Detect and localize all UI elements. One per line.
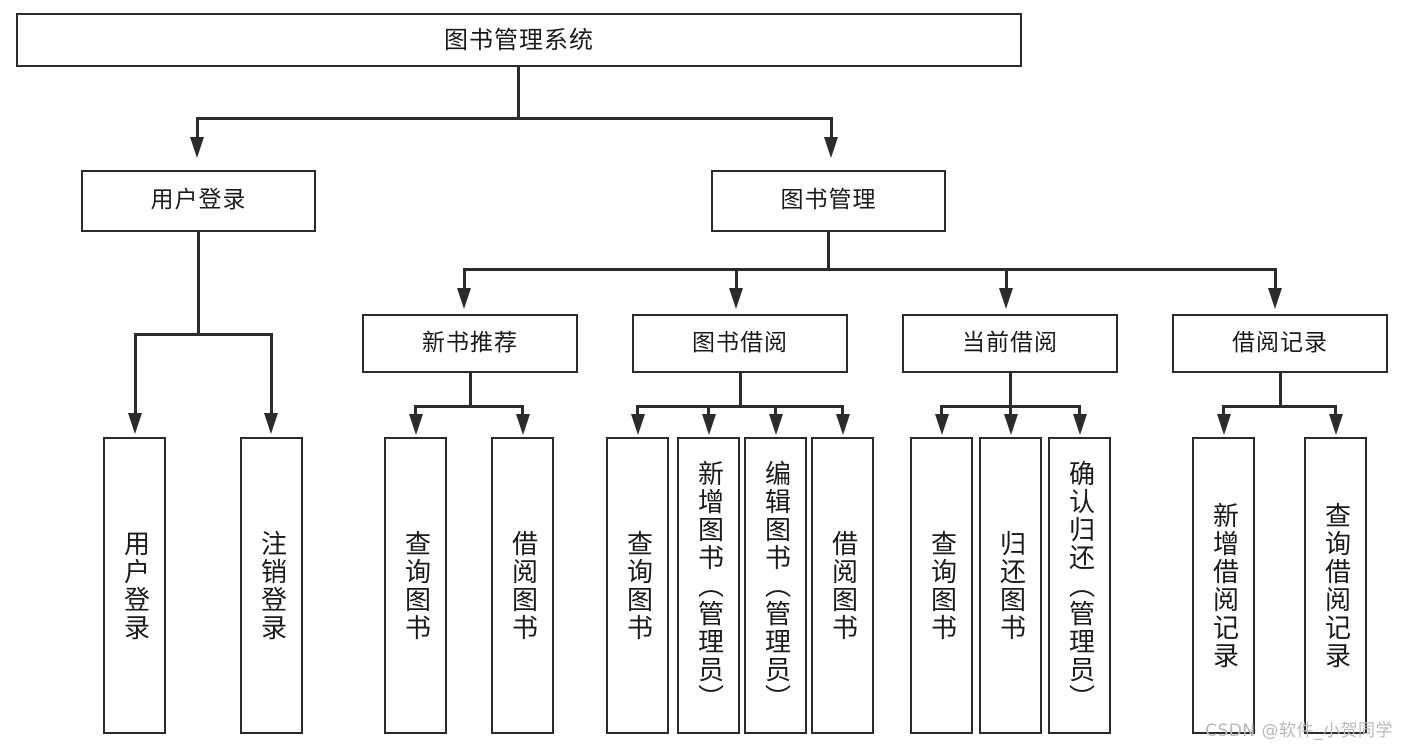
connector-root-stem	[517, 67, 520, 118]
node-label: 新增借阅记录	[1208, 501, 1239, 670]
arrowhead-book-mgmt-to-l3-2	[729, 288, 743, 309]
connector-new-book-to-leaf-1	[414, 405, 417, 417]
connector-user-login-to-leaf-1	[134, 333, 137, 415]
node-label: 图书管理	[780, 187, 877, 214]
leaf-user-login-login[interactable]: 用户登录	[103, 437, 166, 734]
arrowhead-current-borrow-to-leaf-2	[1004, 414, 1018, 435]
node-user-login[interactable]: 用户登录	[81, 170, 316, 232]
node-label: 图书管理系统	[444, 25, 594, 54]
leaf-book-borrow-query[interactable]: 查询图书	[606, 437, 669, 734]
connector-borrow-record-stem	[1279, 373, 1282, 408]
arrowhead-root-to-book-mgmt	[824, 137, 838, 158]
connector-user-login-stem	[197, 232, 200, 336]
node-label: 注销登录	[256, 529, 287, 642]
arrowhead-book-mgmt-to-l3-1	[457, 288, 471, 309]
connector-new-book-bar	[414, 405, 524, 408]
leaf-new-book-borrow[interactable]: 借阅图书	[491, 437, 554, 734]
connector-book-borrow-bar	[636, 405, 844, 408]
node-book-management[interactable]: 图书管理	[711, 170, 946, 232]
node-label: 新书推荐	[422, 329, 518, 356]
node-label: 当前借阅	[962, 329, 1058, 356]
leaf-current-borrow-query[interactable]: 查询图书	[910, 437, 973, 734]
arrowhead-book-borrow-to-leaf-2	[702, 414, 716, 435]
connector-borrow-record-bar	[1222, 405, 1337, 408]
connector-borrow-record-to-leaf-1	[1222, 405, 1225, 417]
node-label: 借阅图书	[507, 529, 538, 642]
node-book-borrow[interactable]: 图书借阅	[632, 314, 848, 373]
node-label: 用户登录	[119, 529, 150, 642]
arrowhead-user-login-to-leaf-2	[264, 413, 278, 434]
csdn-watermark: CSDN @软件_小贺同学	[1205, 721, 1393, 741]
connector-book-borrow-to-leaf-1	[636, 405, 639, 417]
node-current-borrow[interactable]: 当前借阅	[902, 314, 1118, 373]
connector-book-borrow-stem	[739, 373, 742, 408]
connector-root-bar	[196, 117, 833, 120]
connector-current-borrow-to-leaf-1	[940, 405, 943, 417]
connector-book-mgmt-to-l3-2	[735, 268, 738, 290]
leaf-book-borrow-edit[interactable]: 编辑图书（管理员）	[744, 437, 807, 734]
node-label: 借阅记录	[1232, 329, 1328, 356]
connector-borrow-record-to-leaf-2	[1334, 405, 1337, 417]
node-label: 确认归还（管理员）	[1064, 459, 1095, 712]
node-label: 归还图书	[995, 529, 1026, 642]
node-label: 新增图书（管理员）	[693, 459, 724, 712]
connector-book-mgmt-to-l3-1	[463, 268, 466, 290]
arrowhead-user-login-to-leaf-1	[128, 413, 142, 434]
connector-root-to-book-mgmt	[830, 117, 833, 139]
connector-user-login-bar	[134, 333, 273, 336]
node-label: 查询图书	[622, 529, 653, 642]
node-label: 用户登录	[150, 187, 247, 214]
node-new-book-recommend[interactable]: 新书推荐	[362, 314, 578, 373]
arrowhead-new-book-to-leaf-1	[409, 414, 423, 435]
leaf-new-book-query[interactable]: 查询图书	[384, 437, 447, 734]
arrowhead-book-mgmt-to-l3-4	[1268, 288, 1282, 309]
connector-current-borrow-stem	[1009, 373, 1012, 408]
connector-new-book-to-leaf-2	[521, 405, 524, 417]
leaf-current-borrow-return[interactable]: 归还图书	[979, 437, 1042, 734]
node-label: 查询借阅记录	[1320, 501, 1351, 670]
arrowhead-borrow-record-to-leaf-1	[1217, 414, 1231, 435]
arrowhead-book-borrow-to-leaf-4	[836, 414, 850, 435]
connector-new-book-stem	[469, 373, 472, 408]
node-borrow-record[interactable]: 借阅记录	[1172, 314, 1388, 373]
node-label: 图书借阅	[692, 329, 788, 356]
leaf-book-borrow-borrow[interactable]: 借阅图书	[811, 437, 874, 734]
connector-book-borrow-to-leaf-2	[707, 405, 710, 417]
connector-book-mgmt-bar	[463, 268, 1277, 271]
connector-book-mgmt-to-l3-3	[1005, 268, 1008, 290]
arrowhead-borrow-record-to-leaf-2	[1329, 414, 1343, 435]
connector-book-mgmt-to-l3-4	[1274, 268, 1277, 290]
node-label: 编辑图书（管理员）	[760, 459, 791, 712]
connector-book-borrow-to-leaf-3	[774, 405, 777, 417]
leaf-borrow-record-add[interactable]: 新增借阅记录	[1192, 437, 1255, 734]
arrowhead-current-borrow-to-leaf-3	[1073, 414, 1087, 435]
node-root-system[interactable]: 图书管理系统	[16, 13, 1022, 67]
connector-current-borrow-to-leaf-3	[1078, 405, 1081, 417]
connector-root-to-user-login	[196, 117, 199, 139]
arrowhead-book-borrow-to-leaf-1	[631, 414, 645, 435]
leaf-user-login-logout[interactable]: 注销登录	[240, 437, 303, 734]
connector-current-borrow-to-leaf-2	[1009, 405, 1012, 417]
leaf-borrow-record-query[interactable]: 查询借阅记录	[1304, 437, 1367, 734]
node-label: 查询图书	[400, 529, 431, 642]
arrowhead-current-borrow-to-leaf-1	[935, 414, 949, 435]
arrowhead-new-book-to-leaf-2	[516, 414, 530, 435]
connector-user-login-to-leaf-2	[270, 333, 273, 415]
node-label: 借阅图书	[827, 529, 858, 642]
leaf-current-borrow-confirm-return[interactable]: 确认归还（管理员）	[1048, 437, 1111, 734]
connector-book-mgmt-stem	[827, 232, 830, 270]
node-label: 查询图书	[926, 529, 957, 642]
connector-book-borrow-to-leaf-4	[841, 405, 844, 417]
arrowhead-book-borrow-to-leaf-3	[769, 414, 783, 435]
leaf-book-borrow-add[interactable]: 新增图书（管理员）	[677, 437, 740, 734]
arrowhead-book-mgmt-to-l3-3	[999, 288, 1013, 309]
arrowhead-root-to-user-login	[190, 137, 204, 158]
